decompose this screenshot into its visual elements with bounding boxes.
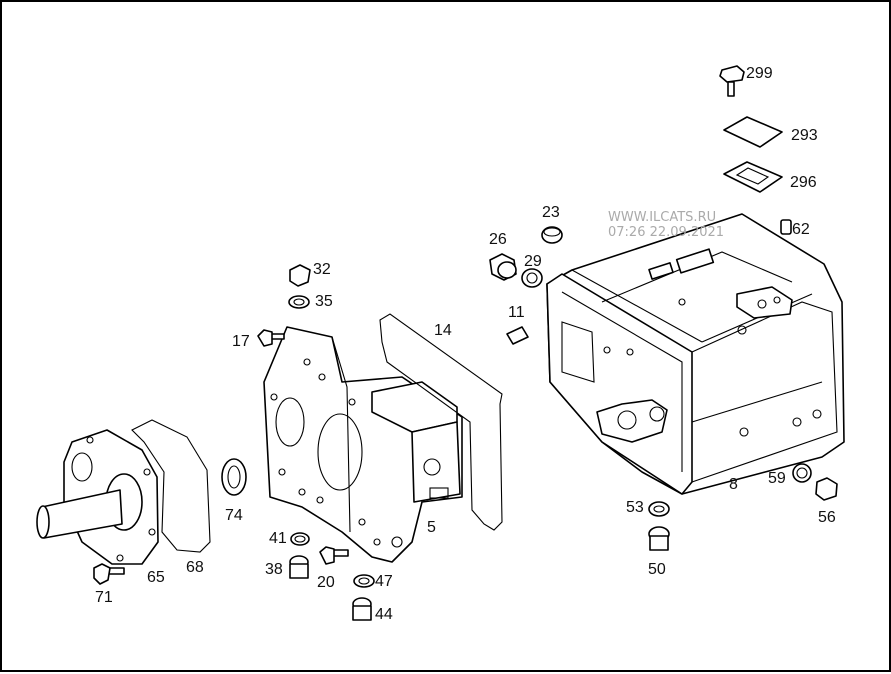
washer-part-59[interactable] bbox=[792, 463, 812, 483]
label-17[interactable]: 17 bbox=[232, 333, 250, 350]
plug-part-23[interactable] bbox=[541, 226, 563, 244]
watermark-line-2: 07:26 22.09.2021 bbox=[608, 224, 725, 240]
label-62[interactable]: 62 bbox=[792, 221, 810, 238]
bolt-part-299[interactable] bbox=[719, 65, 745, 97]
washer-part-47[interactable] bbox=[353, 574, 375, 588]
label-56[interactable]: 56 bbox=[818, 509, 836, 526]
label-74[interactable]: 74 bbox=[225, 507, 243, 524]
label-14[interactable]: 14 bbox=[434, 322, 452, 339]
cover-part-65[interactable] bbox=[36, 429, 159, 565]
label-65[interactable]: 65 bbox=[147, 569, 165, 586]
washer-part-29[interactable] bbox=[521, 268, 543, 288]
label-68[interactable]: 68 bbox=[186, 559, 204, 576]
front-housing-part-5[interactable] bbox=[263, 326, 463, 563]
housing-part-8[interactable] bbox=[546, 213, 845, 495]
label-59[interactable]: 59 bbox=[768, 470, 786, 487]
gasket-part-296[interactable] bbox=[723, 161, 783, 193]
label-29[interactable]: 29 bbox=[524, 253, 542, 270]
label-11[interactable]: 11 bbox=[508, 304, 525, 321]
label-32[interactable]: 32 bbox=[313, 261, 331, 278]
label-53[interactable]: 53 bbox=[626, 499, 644, 516]
pin-part-11[interactable] bbox=[506, 326, 529, 345]
plug-part-50[interactable] bbox=[648, 526, 670, 551]
label-8[interactable]: 8 bbox=[729, 476, 738, 493]
label-50[interactable]: 50 bbox=[648, 561, 666, 578]
bolt-part-17[interactable] bbox=[257, 329, 285, 347]
label-47[interactable]: 47 bbox=[375, 573, 393, 590]
watermark: WWW.ILCATS.RU 07:26 22.09.2021 bbox=[608, 210, 725, 241]
seal-part-74[interactable] bbox=[221, 458, 247, 496]
plug-part-62[interactable] bbox=[780, 219, 792, 235]
washer-part-41[interactable] bbox=[290, 532, 310, 546]
plug-part-56[interactable] bbox=[815, 477, 838, 501]
gasket-part-68[interactable] bbox=[131, 419, 211, 553]
gasket-part-14[interactable] bbox=[379, 313, 503, 531]
bolt-part-20[interactable] bbox=[319, 546, 349, 565]
plug-part-44[interactable] bbox=[352, 597, 372, 621]
washer-part-53[interactable] bbox=[648, 501, 670, 517]
label-44[interactable]: 44 bbox=[375, 606, 393, 623]
label-5[interactable]: 5 bbox=[427, 519, 436, 536]
bolt-part-71[interactable] bbox=[93, 563, 125, 585]
label-38[interactable]: 38 bbox=[265, 561, 283, 578]
label-299[interactable]: 299 bbox=[746, 65, 773, 82]
cover-plate-part-293[interactable] bbox=[723, 116, 783, 148]
label-296[interactable]: 296 bbox=[790, 174, 817, 191]
label-35[interactable]: 35 bbox=[315, 293, 333, 310]
label-293[interactable]: 293 bbox=[791, 127, 818, 144]
watermark-line-1: WWW.ILCATS.RU bbox=[608, 210, 717, 225]
plug-part-38[interactable] bbox=[289, 555, 309, 579]
plug-part-32[interactable] bbox=[289, 264, 311, 287]
label-23[interactable]: 23 bbox=[542, 204, 560, 221]
washer-part-35[interactable] bbox=[288, 295, 310, 309]
plug-part-26[interactable] bbox=[489, 253, 517, 281]
label-71[interactable]: 71 bbox=[95, 589, 113, 606]
label-26[interactable]: 26 bbox=[489, 231, 507, 248]
label-41[interactable]: 41 bbox=[269, 530, 287, 547]
label-20[interactable]: 20 bbox=[317, 574, 335, 591]
